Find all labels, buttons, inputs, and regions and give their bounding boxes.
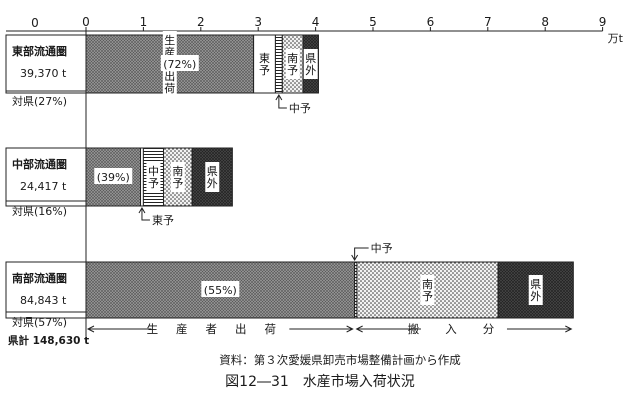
segment-label: 中予 (148, 165, 159, 190)
segment-pct-bg (201, 281, 240, 297)
x-tick-label: 2 (197, 15, 205, 29)
segment-label-bg (303, 49, 318, 79)
segment-label: 県外 (305, 52, 316, 77)
callout-line (141, 208, 150, 221)
callout-arrowhead (351, 254, 359, 261)
row-label-box (5, 34, 87, 94)
row-volume-label: 39,370 t (20, 67, 67, 80)
callout-arrowhead (275, 94, 283, 101)
segment-label-bg (285, 49, 300, 79)
bar-segment (274, 34, 283, 94)
row-area-label: 南部流通圏 (12, 271, 67, 285)
row-label-box (5, 147, 87, 207)
callout-label: 中予 (371, 242, 393, 255)
row-share-label: 対県(16%) (12, 204, 67, 218)
segment-label-bg (205, 162, 220, 192)
segment-label: 南予 (172, 165, 183, 190)
segment-label-bg (170, 162, 185, 192)
callout-label: 東予 (152, 214, 174, 227)
range-label: 生産者出荷 (147, 322, 295, 336)
row-volume-label: 84,843 t (20, 294, 67, 307)
row-area-label: 中部流通圏 (12, 157, 67, 171)
callout-label: 中予 (289, 102, 311, 115)
segment-label: 南予 (287, 52, 298, 77)
row-label-box (5, 261, 87, 319)
x-tick-label: 8 (541, 15, 549, 29)
segment-label: 東予 (259, 52, 270, 77)
segment-label-bg (146, 162, 161, 192)
segment-pct-bg (160, 55, 199, 71)
segment-pct-label: (72%) (163, 58, 196, 71)
x-tick-label: 1 (140, 15, 148, 29)
segment-pct-label: (55%) (204, 284, 237, 297)
x-tick-label: 5 (369, 15, 377, 29)
x-axis-unit: 万t (608, 32, 624, 45)
x-tick-label: 6 (427, 15, 435, 29)
x-tick-label: 7 (484, 15, 492, 29)
callout-arrowhead (138, 207, 146, 214)
segment-label: 県外 (530, 278, 541, 303)
bar-segment (191, 147, 233, 207)
range-arrowhead (346, 325, 354, 333)
segment-label: 県外 (207, 165, 218, 190)
segment-label-bg (528, 275, 543, 305)
source-note: 資料：第３次愛媛県卸売市場整備計画から作成 (219, 353, 461, 367)
segment-label-bg (420, 275, 435, 305)
left-axis-zero: 0 (31, 16, 39, 30)
segment-pct-label: (39%) (97, 171, 130, 184)
x-tick-label: 4 (312, 15, 320, 29)
x-tick-label: 3 (254, 15, 262, 29)
segment-label: 南予 (422, 278, 433, 303)
total-label: 県計 148,630 t (8, 334, 89, 347)
figure-title: 図12―31 水産市場入荷状況 (225, 374, 415, 390)
callout-line (278, 95, 287, 109)
range-arrowhead (565, 325, 573, 333)
x-tick-label: 0 (82, 15, 90, 29)
range-arrowhead (86, 325, 95, 333)
row-share-label: 対県(57%) (12, 315, 67, 329)
segment-pct-bg (94, 168, 133, 184)
row-area-label: 東部流通圏 (12, 44, 67, 58)
range-label: 搬入分 (408, 322, 521, 336)
row-share-label: 対県(27%) (12, 94, 67, 108)
x-tick-label: 9 (599, 15, 607, 29)
labels: 0 0 1 2 3 4 5 6 7 8 9万t 東部流通圏 39,370 t 対県(27%) 生産者出荷 (7… (8, 15, 624, 347)
range-arrowhead (355, 325, 363, 333)
callout-line (354, 247, 369, 260)
row-volume-label: 24,417 t (20, 180, 67, 193)
